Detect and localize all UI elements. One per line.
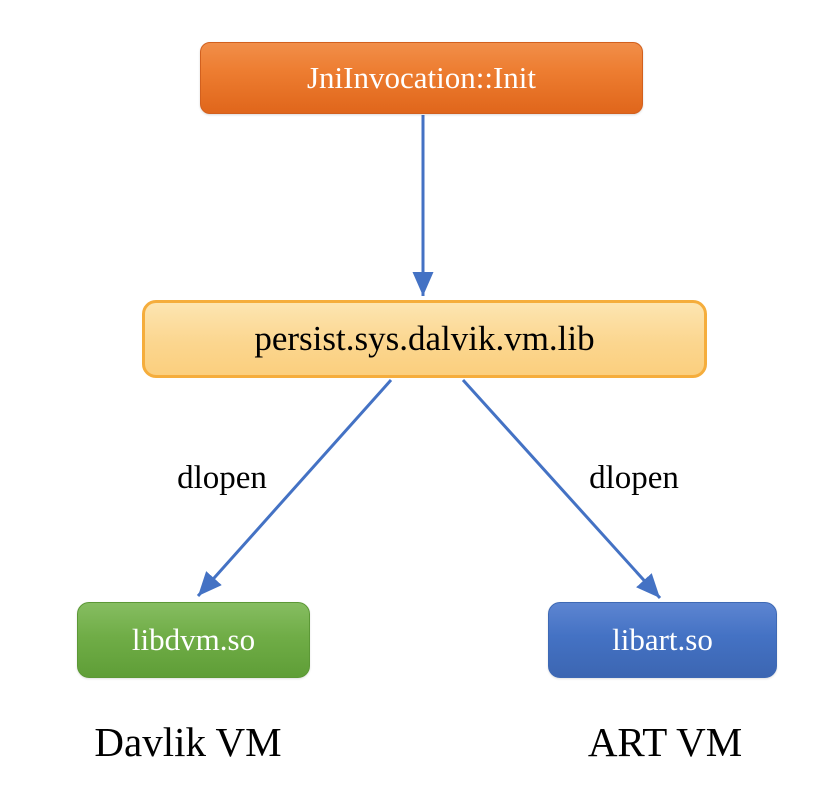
node-persist-sys-dalvik-vm-lib: persist.sys.dalvik.vm.lib — [142, 300, 707, 378]
node-libdvm-so-label: libdvm.so — [131, 622, 256, 657]
node-jniinvocation-init: JniInvocation::Init — [200, 42, 643, 114]
edge-label-dlopen-left: dlopen — [177, 460, 267, 496]
node-libart-so: libart.so — [548, 602, 777, 678]
node-jniinvocation-init-label: JniInvocation::Init — [306, 60, 537, 95]
node-libdvm-so: libdvm.so — [77, 602, 310, 678]
caption-davlik-vm: Davlik VM — [94, 719, 282, 765]
node-persist-sys-dalvik-vm-lib-label: persist.sys.dalvik.vm.lib — [254, 319, 595, 358]
edge-label-dlopen-right: dlopen — [589, 460, 679, 496]
node-libart-so-label: libart.so — [612, 622, 713, 657]
caption-art-vm: ART VM — [587, 719, 743, 765]
